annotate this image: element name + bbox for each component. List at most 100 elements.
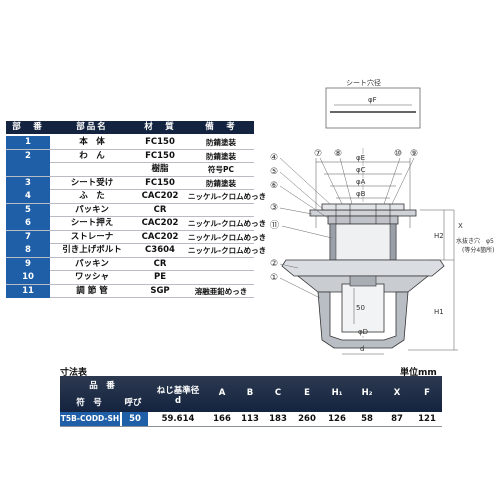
label-phi-a: φA — [356, 178, 366, 186]
part-name: シート押え — [70, 218, 114, 228]
header-code: 符 号 — [76, 398, 102, 408]
callout-11: ⑪ — [270, 220, 279, 231]
dimension-table: 品 番 符 号 呼び ねじ基準径 d A B C E H₁ H₂ X F T5B… — [60, 376, 442, 427]
parts-table-row: 10 ワッシャ PE — [6, 271, 254, 285]
header-e: E — [304, 388, 310, 398]
callout-3: ③ — [270, 203, 278, 213]
part-remarks: ニッケル-クロムめっき — [188, 232, 267, 242]
sheet-hole-label: シート穴径 — [346, 78, 381, 87]
part-remarks: ニッケル-クロムめっき — [188, 219, 267, 228]
part-material: FC150 — [145, 150, 175, 161]
label-phi-c: φC — [356, 166, 366, 174]
part-no: 8 — [6, 244, 50, 257]
sheet-hole-detail: シート穴径 φF — [325, 78, 421, 129]
part-no: 9 — [6, 257, 50, 271]
part-no: 10 — [6, 271, 50, 284]
parts-table-row: 8 引き上げボルト C3604 ニッケル-クロムめっき — [6, 244, 267, 258]
part-name: ふ た — [79, 191, 105, 201]
part-name: ストレーナ — [70, 231, 114, 242]
header-material: 材 質 — [144, 122, 176, 132]
cell-b: 113 — [241, 414, 259, 424]
part-no: 3 — [6, 176, 50, 190]
part-remarks — [188, 258, 254, 271]
callout-5: ⑤ — [270, 167, 278, 177]
label-drain-hole: 水抜き穴 φ5 — [456, 237, 494, 245]
callout-8: ⑧ — [334, 149, 342, 159]
cell-code: T5B-CODD-SH — [60, 412, 120, 426]
header-b: B — [246, 388, 254, 398]
callouts: ④ ⑤ ⑥ ③ ⑪ ② ① ⑦ ⑧ ⑩ ⑨ — [270, 149, 418, 283]
label-h1: H1 — [434, 308, 444, 316]
callout-9: ⑨ — [410, 149, 418, 159]
header-a: A — [218, 388, 226, 398]
adjusting-pipe — [329, 223, 397, 261]
cell-h2: 58 — [361, 414, 373, 424]
header-h2: H₂ — [361, 388, 373, 398]
part-remarks: ニッケル-クロムめっき — [188, 246, 267, 255]
parts-table-header: 部 番 部品名 材 質 備 考 — [6, 121, 254, 136]
label-50: 50 — [356, 304, 365, 312]
part-material: PE — [153, 272, 167, 282]
header-name: 部品名 — [76, 122, 108, 132]
header-x: X — [393, 388, 401, 398]
part-name: ワッシャ — [74, 272, 109, 282]
part-material: C3604 — [145, 245, 175, 255]
part-no — [6, 163, 50, 176]
part-no: 5 — [6, 203, 50, 217]
part-no: 6 — [6, 217, 50, 230]
label-d: d — [360, 345, 364, 353]
part-material: FC150 — [145, 137, 175, 147]
part-remarks — [188, 271, 254, 284]
part-name: パッキン — [75, 204, 109, 215]
dimension-table-title: 寸法表 — [60, 368, 88, 378]
callout-4: ④ — [270, 153, 278, 163]
part-no: 2 — [6, 149, 50, 163]
parts-table-row: 9 パッキン CR — [6, 257, 254, 271]
cell-c: 183 — [269, 414, 287, 424]
header-thread: ねじ基準径 — [156, 386, 200, 396]
drain-body — [281, 259, 445, 349]
part-remarks — [188, 204, 254, 217]
label-phi-f: φF — [368, 96, 377, 104]
part-name: 調 節 管 — [76, 285, 108, 296]
flange-assembly — [309, 203, 417, 225]
part-material: CAC202 — [141, 191, 179, 201]
label-phi-d: φD — [358, 328, 368, 336]
drain-cross-section-diagram: シート穴径 φF φE φC φA φB — [270, 78, 495, 355]
part-no: 11 — [6, 284, 50, 298]
part-remarks: 防錆塗装 — [206, 138, 236, 147]
cell-e: 260 — [298, 414, 316, 424]
right-dimension-lines — [408, 209, 458, 351]
part-name: 本 体 — [79, 137, 105, 147]
header-c: C — [274, 388, 282, 398]
header-nominal: 呼び — [124, 398, 142, 408]
part-remarks: 防錆塗装 — [206, 178, 236, 188]
cell-thread: 59.614 — [161, 414, 195, 424]
part-name: 引き上げボルト — [62, 245, 122, 255]
part-remarks: ニッケル-クロムめっき — [188, 192, 267, 201]
cell-nominal: 50 — [122, 412, 148, 426]
cell-x: 87 — [391, 414, 403, 424]
label-x: X — [458, 222, 463, 230]
part-name: パッキン — [75, 258, 109, 269]
part-material: CAC202 — [141, 218, 179, 228]
dimension-table-header: 品 番 符 号 呼び ねじ基準径 d A B C E H₁ H₂ X F — [60, 376, 442, 412]
label-h2: H2 — [434, 232, 444, 240]
part-name: シート受け — [70, 177, 114, 188]
header-f: F — [424, 388, 430, 398]
header-remarks: 備 考 — [205, 122, 237, 132]
parts-table-row: 6 シート押え CAC202 ニッケル-クロムめっき — [6, 217, 267, 231]
part-material: SGP — [150, 285, 170, 296]
part-material: CR — [153, 258, 167, 269]
header-h1: H₁ — [331, 388, 343, 398]
callout-10: ⑩ — [394, 149, 402, 159]
